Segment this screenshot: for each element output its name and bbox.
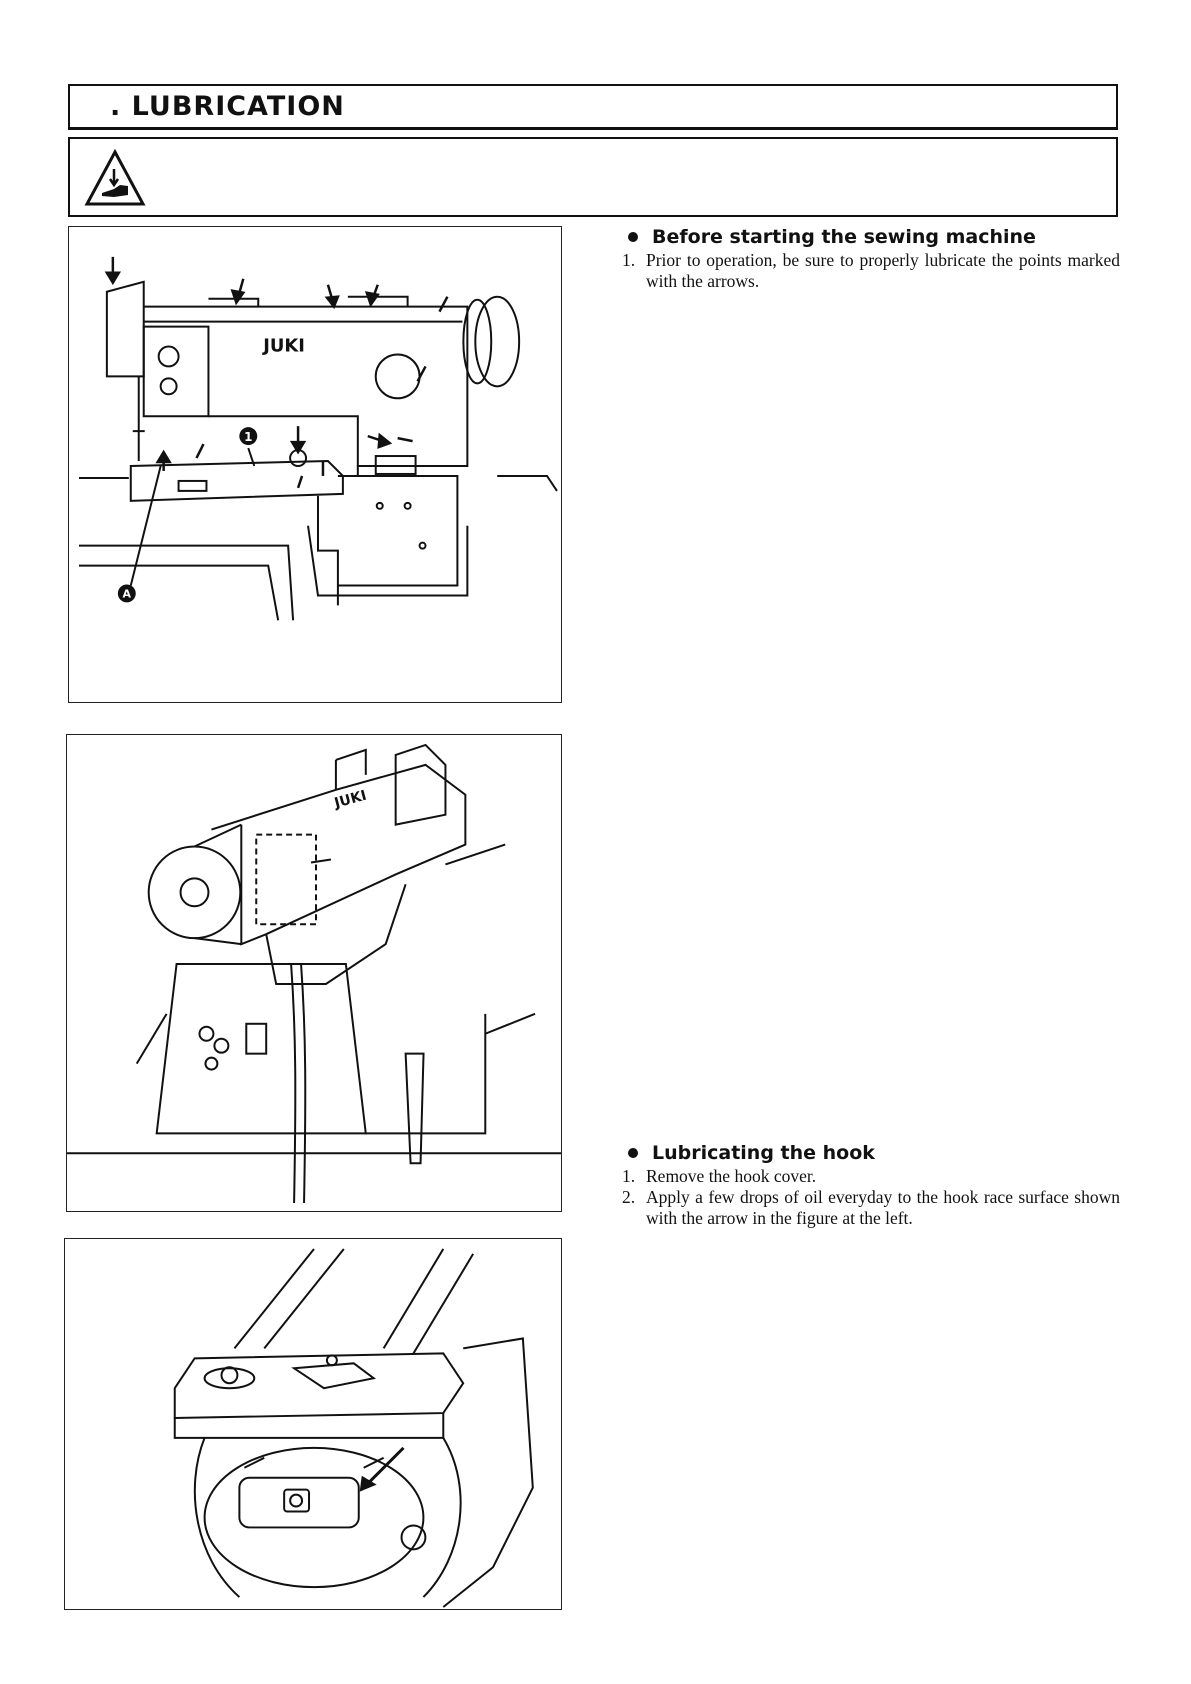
figure-hook-lubrication [64,1238,562,1610]
callout-point-a: A [117,584,136,603]
section-heading: Before starting the sewing machine [622,226,1120,248]
caution-box [68,137,1118,217]
section-lubricating-hook: Lubricating the hook 1. Remove the hook … [622,1142,1120,1229]
lubrication-arrows [104,256,449,489]
oil-arrow [359,1446,405,1492]
bullet-icon [628,232,638,242]
bullet-icon [628,1148,638,1158]
figure-machine-lubrication-points: JUKI 1 A [68,226,562,703]
svg-text:A: A [123,587,132,600]
section-title-box: . LUBRICATION [68,84,1118,130]
section-before-starting: Before starting the sewing machine 1. Pr… [622,226,1120,292]
steps-list: 1. Prior to operation, be sure to proper… [622,250,1120,292]
svg-text:1: 1 [244,430,252,444]
brand-logo: JUKI [262,335,305,356]
page-title: . LUBRICATION [110,91,345,122]
machine-illustration: JUKI 1 A [78,256,558,621]
hand-warning-icon [84,149,146,206]
steps-list: 1. Remove the hook cover. 2. Apply a few… [622,1166,1120,1229]
list-item: 1. Prior to operation, be sure to proper… [622,250,1120,291]
list-item: 2. Apply a few drops of oil everyday to … [622,1187,1120,1228]
hook-illustration [173,1248,534,1608]
machine-rear-illustration: JUKI [67,743,561,1204]
section-heading: Lubricating the hook [622,1142,1120,1164]
list-item: 1. Remove the hook cover. [622,1166,817,1186]
figure-machine-rear-view: JUKI [66,734,562,1212]
callout-part-1: 1 [239,427,258,446]
brand-logo: JUKI [332,788,368,812]
